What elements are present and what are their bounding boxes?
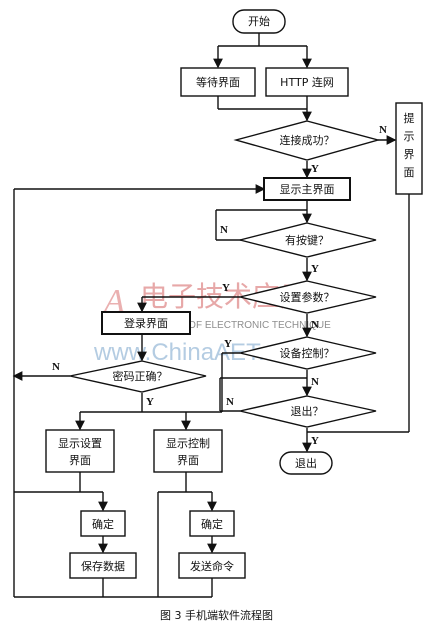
exit-yes-label: Y: [311, 435, 319, 447]
set-params-label: 设置参数？: [280, 290, 335, 304]
has-key-decision: [239, 222, 377, 258]
show-control-box: [153, 429, 223, 473]
confirm-2-label: 确定: [201, 517, 223, 531]
confirm-1-label: 确定: [92, 517, 114, 531]
hint-ui-box: [395, 102, 423, 195]
exit-q-label: 退出？: [291, 404, 324, 418]
pwd-ok-decision: [69, 360, 207, 393]
device-ctrl-decision: [239, 336, 377, 370]
has-key-label: 有按键？: [285, 233, 329, 247]
connect-ok-decision: [233, 120, 381, 161]
http-connect-box: [265, 67, 349, 97]
device-ctrl-yes-label: Y: [224, 338, 232, 350]
watermark-english: APPLICATION OF ELECTRONIC TECHNIQUE: [120, 320, 331, 331]
login-ui-label: 登录界面: [124, 316, 168, 330]
confirm-2-box: [189, 510, 235, 537]
set-params-yes-label: Y: [222, 282, 230, 294]
save-data-label: 保存数据: [81, 559, 125, 573]
show-settings-box: [45, 429, 115, 473]
start-label: 开始: [248, 14, 270, 28]
hint-ui-label-3: 界: [404, 148, 415, 161]
connect-no-label: N: [379, 124, 387, 136]
has-key-yes-label: Y: [311, 263, 319, 275]
exit-decision: [239, 395, 377, 428]
has-key-no-label: N: [220, 224, 228, 236]
save-data-box: [69, 552, 137, 579]
hint-ui-label-1: 提: [404, 112, 415, 125]
show-settings-label-2: 界面: [69, 454, 91, 467]
confirm-1-box: [80, 510, 126, 537]
show-control-label-1: 显示控制: [166, 436, 210, 450]
hint-ui-label-4: 面: [404, 166, 415, 179]
show-settings-label-1: 显示设置: [58, 437, 102, 450]
http-connect-label: HTTP 连网: [280, 76, 334, 89]
set-params-no-label: N: [311, 319, 319, 331]
main-ui-box: [263, 177, 351, 201]
send-cmd-label: 发送命令: [190, 559, 234, 573]
connect-yes-label: Y: [311, 163, 319, 175]
main-ui-label: 显示主界面: [280, 183, 335, 196]
pwd-ok-label: 密码正确？: [113, 369, 168, 383]
start-terminal: [232, 9, 286, 34]
watermark-logo: A: [102, 283, 125, 320]
hint-ui-label-2: 示: [404, 130, 415, 143]
pwd-yes-label: Y: [146, 396, 154, 408]
exit-no-label: N: [226, 396, 234, 408]
device-ctrl-label: 设备控制？: [280, 346, 335, 360]
login-ui-box: [101, 311, 191, 335]
pwd-no-label: N: [52, 361, 60, 373]
exit-terminal: [279, 451, 333, 475]
exit-label: 退出: [295, 456, 317, 470]
show-control-label-2: 界面: [177, 454, 199, 467]
wait-ui-label: 等待界面: [196, 75, 240, 89]
set-params-decision: [239, 280, 377, 314]
send-cmd-box: [178, 552, 246, 579]
device-ctrl-no-label: N: [311, 376, 319, 388]
figure-caption: 图 3 手机端软件流程图: [160, 609, 273, 622]
connect-ok-label: 连接成功？: [280, 134, 335, 147]
wait-ui-box: [180, 67, 256, 97]
